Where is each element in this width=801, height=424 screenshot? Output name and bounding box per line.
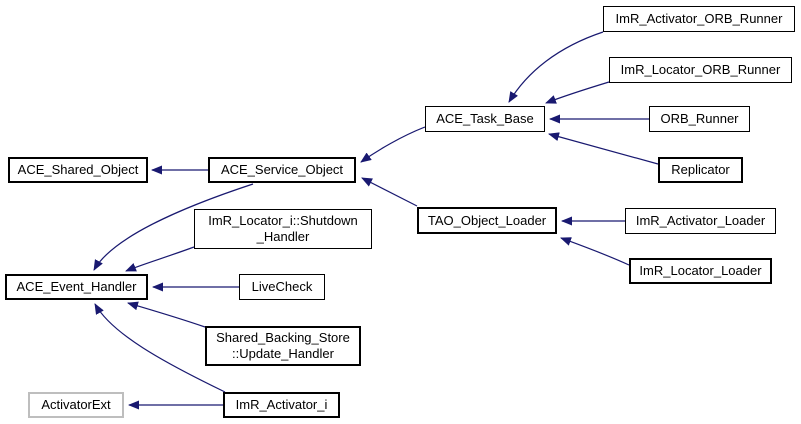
edge-locatorloader-objectloader <box>560 237 630 266</box>
edge-shutdownhandler-eventhandler <box>125 246 195 272</box>
node-imr-activator-orb-runner[interactable]: ImR_Activator_ORB_Runner <box>603 6 795 32</box>
node-ace-task-base[interactable]: ACE_Task_Base <box>425 106 545 132</box>
node-ace-shared-object[interactable]: ACE_Shared_Object <box>8 157 148 183</box>
node-imr-locator-loader[interactable]: ImR_Locator_Loader <box>629 258 772 284</box>
node-imr-locator-orb-runner[interactable]: ImR_Locator_ORB_Runner <box>609 57 792 83</box>
node-tao-object-loader[interactable]: TAO_Object_Loader <box>417 207 557 234</box>
node-activatorext: ActivatorExt <box>28 392 124 418</box>
edge-locatororbrunner-taskbase <box>545 81 610 104</box>
node-orb-runner[interactable]: ORB_Runner <box>649 106 750 132</box>
node-livecheck[interactable]: LiveCheck <box>239 274 325 300</box>
node-shared-backing-store-update-handler[interactable]: Shared_Backing_Store ::Update_Handler <box>205 326 361 366</box>
edge-activatororbrunner-taskbase <box>508 31 604 103</box>
edge-replicator-taskbase <box>548 132 659 165</box>
node-imr-activator-loader[interactable]: ImR_Activator_Loader <box>625 208 776 234</box>
edge-activatori-eventhandler <box>94 303 226 393</box>
node-imr-locator-i-shutdown-handler[interactable]: ImR_Locator_i::Shutdown _Handler <box>194 209 372 249</box>
edge-objectloader-serviceobject <box>361 177 418 207</box>
node-ace-service-object[interactable]: ACE_Service_Object <box>208 157 356 183</box>
edge-taskbase-serviceobject <box>360 126 426 163</box>
edge-updatehandler-eventhandler <box>127 301 206 328</box>
node-imr-activator-i[interactable]: ImR_Activator_i <box>223 392 340 418</box>
edge-serviceobject-eventhandler <box>93 183 254 271</box>
node-ace-event-handler[interactable]: ACE_Event_Handler <box>5 274 148 300</box>
node-replicator[interactable]: Replicator <box>658 157 743 183</box>
